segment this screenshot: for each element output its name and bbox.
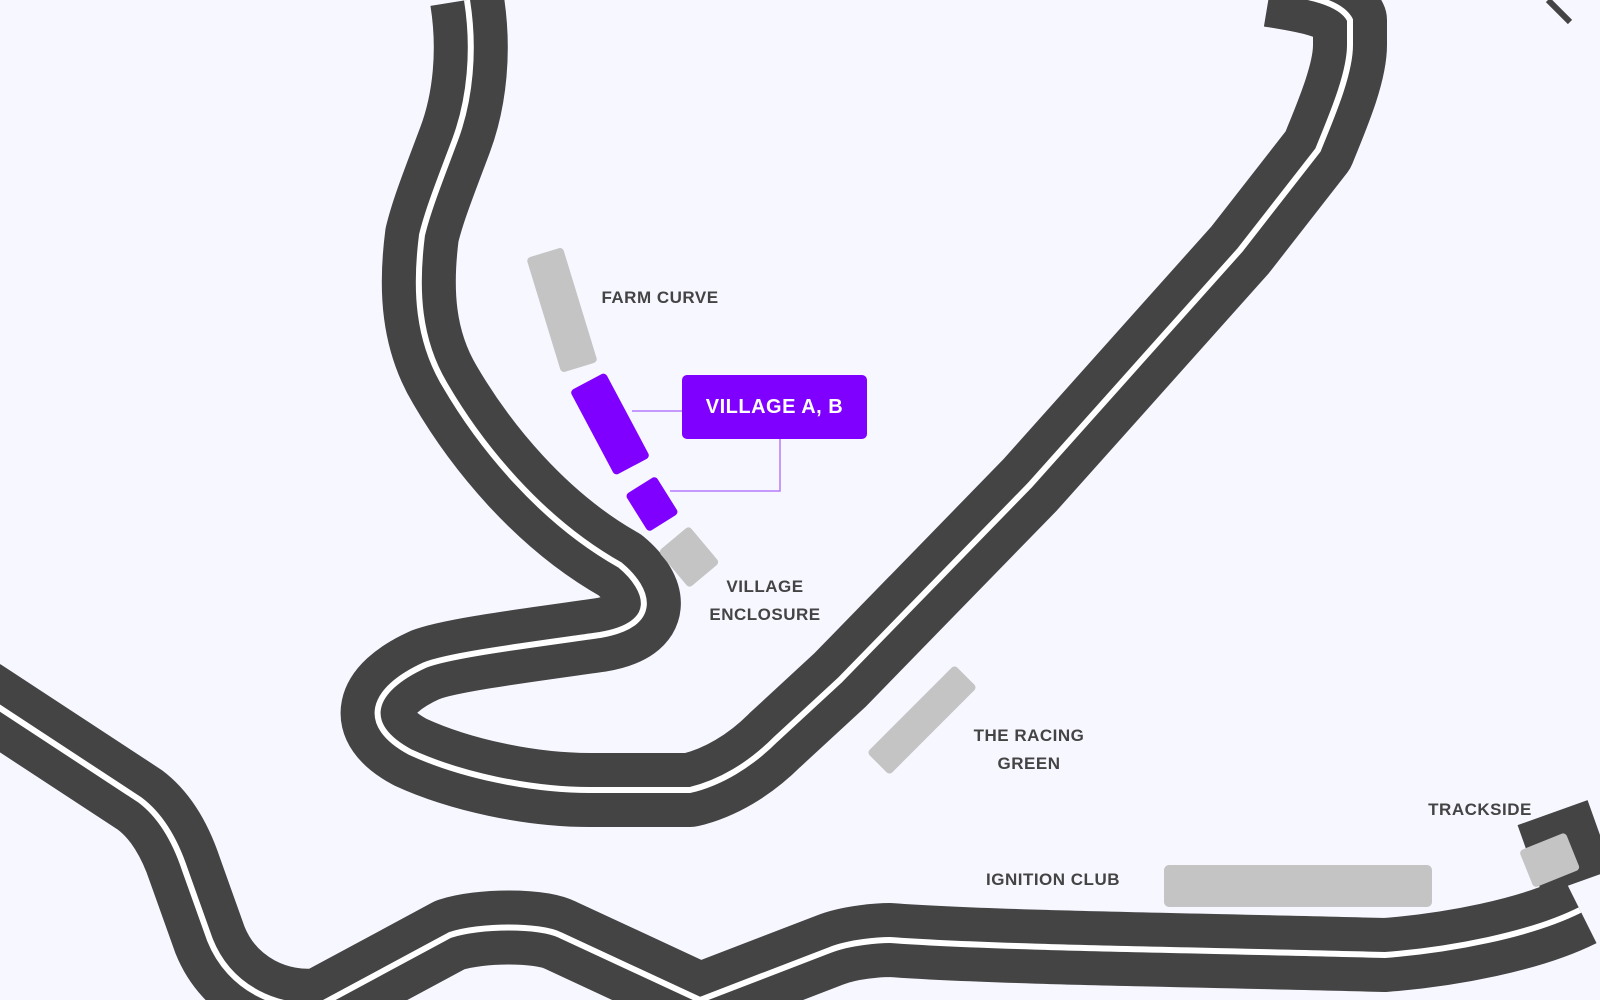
zone-village-a[interactable]	[570, 372, 650, 476]
zones	[526, 247, 1580, 907]
zone-village-enclosure[interactable]	[658, 526, 719, 588]
zone-ignition-club[interactable]	[1164, 865, 1432, 907]
zone-trackside[interactable]	[1519, 832, 1580, 888]
zone-farm-curve[interactable]	[526, 247, 597, 373]
label-ignition-club: IGNITION CLUB	[986, 870, 1120, 889]
selected-zone-callout[interactable]: VILLAGE A, B	[682, 375, 867, 439]
callout-connectors	[632, 410, 781, 492]
callout-label: VILLAGE A, B	[705, 395, 844, 418]
zone-racing-green[interactable]	[867, 665, 977, 775]
label-trackside: TRACKSIDE	[1428, 800, 1532, 819]
track-edge	[1545, 0, 1573, 25]
label-farm-curve: FARM CURVE	[601, 288, 719, 307]
zone-village-b[interactable]	[625, 476, 679, 532]
